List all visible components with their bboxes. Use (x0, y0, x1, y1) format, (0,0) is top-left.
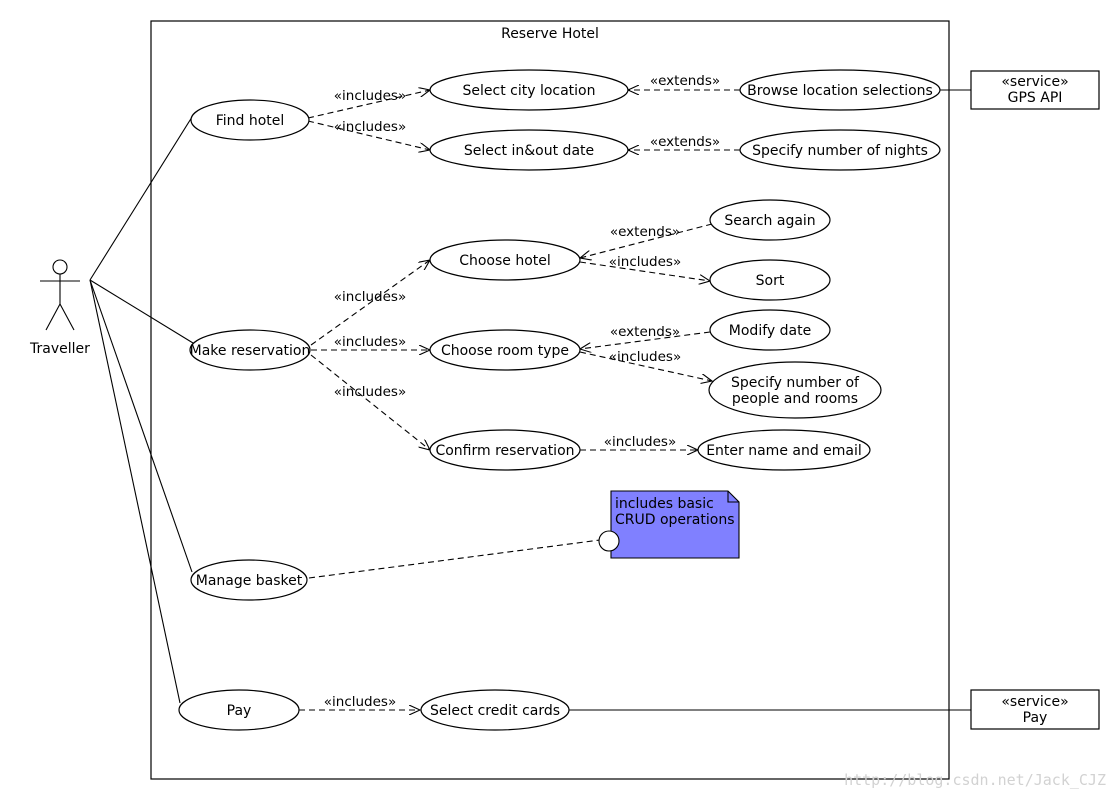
watermark: http://blog.csdn.net/Jack_CJZ (844, 771, 1106, 789)
use-case-specify-number-of-nights[interactable]: Specify number of nights (739, 129, 941, 171)
label-includes: «includes» (334, 289, 406, 305)
use-case-select-in-out-date[interactable]: Select in&out date (429, 129, 629, 171)
note-crud[interactable]: includes basic CRUD operations (610, 490, 740, 559)
label-includes: «includes» (334, 334, 406, 350)
label-includes: «includes» (334, 88, 406, 104)
actor-traveller[interactable]: Traveller (29, 259, 90, 357)
system-title: Reserve Hotel (501, 26, 599, 42)
use-case-label: Confirm reservation (435, 443, 574, 459)
label-includes: «includes» (604, 434, 676, 450)
dep-choose-room-specify-people (579, 351, 712, 381)
dep-search-again-extends-choose-hotel (580, 223, 713, 258)
use-case-label: Select in&out date (464, 143, 594, 159)
use-case-confirm-reservation[interactable]: Confirm reservation (429, 429, 581, 471)
use-case-label: Find hotel (216, 113, 285, 129)
dep-reservation-confirm (310, 354, 430, 450)
use-case-enter-name-and-email[interactable]: Enter name and email (697, 429, 871, 471)
service-gps-api[interactable]: «service» GPS API (970, 70, 1100, 110)
label-extends: «extends» (610, 324, 680, 340)
service-stereotype: «service» (1001, 694, 1068, 710)
use-case-label: Choose hotel (459, 253, 551, 269)
actor-right-leg (59, 303, 75, 331)
assoc-make-reservation (89, 279, 194, 344)
use-case-label: Enter name and email (706, 443, 862, 459)
use-case-label: Manage basket (196, 573, 303, 589)
actor-left-leg (45, 303, 61, 331)
use-case-browse-location-selections[interactable]: Browse location selections (739, 69, 941, 111)
use-case-label: Specify number of nights (752, 143, 928, 159)
label-extends: «extends» (650, 134, 720, 150)
use-case-label: Search again (724, 213, 815, 229)
use-case-label: Browse location selections (747, 83, 933, 99)
use-case-make-reservation[interactable]: Make reservation (189, 329, 311, 371)
dep-reservation-choose-hotel (310, 260, 430, 346)
service-name: Pay (1023, 710, 1048, 726)
use-case-label-line1: Specify number of (731, 375, 860, 391)
note-anchor-line (308, 539, 601, 579)
dep-choose-hotel-sort (579, 261, 710, 281)
use-case-sort[interactable]: Sort (709, 259, 831, 301)
use-case-label: Make reservation (190, 343, 311, 359)
use-case-label: Modify date (729, 323, 811, 339)
use-case-pay[interactable]: Pay (178, 689, 300, 731)
use-case-select-credit-cards[interactable]: Select credit cards (420, 689, 570, 731)
use-case-label: Select city location (463, 83, 596, 99)
use-case-find-hotel[interactable]: Find hotel (190, 99, 310, 141)
use-case-select-city-location[interactable]: Select city location (429, 69, 629, 111)
use-case-label: Pay (227, 703, 252, 719)
note-anchor-circle (598, 530, 620, 552)
label-includes: «includes» (609, 254, 681, 270)
service-pay[interactable]: «service» Pay (970, 689, 1100, 730)
use-case-label-line2: people and rooms (732, 391, 858, 407)
assoc-manage-basket (89, 279, 193, 573)
assoc-pay (89, 279, 181, 704)
label-extends: «extends» (610, 224, 680, 240)
label-includes: «includes» (334, 119, 406, 135)
dep-modify-date-extends-choose-room (580, 331, 711, 349)
use-case-label: Sort (756, 273, 785, 289)
label-includes: «includes» (609, 349, 681, 365)
note-text-line2: CRUD operations (615, 512, 735, 528)
service-stereotype: «service» (1001, 74, 1068, 90)
use-case-specify-people-and-rooms[interactable]: Specify number of people and rooms (708, 361, 882, 419)
label-includes: «includes» (324, 694, 396, 710)
use-case-manage-basket[interactable]: Manage basket (190, 559, 308, 601)
dep-find-hotel-select-dates (307, 120, 430, 150)
use-case-label: Select credit cards (430, 703, 560, 719)
label-includes: «includes» (334, 384, 406, 400)
use-case-choose-hotel[interactable]: Choose hotel (429, 239, 581, 281)
label-extends: «extends» (650, 73, 720, 89)
actor-label: Traveller (29, 341, 90, 357)
note-fold (727, 491, 739, 503)
use-case-modify-date[interactable]: Modify date (709, 309, 831, 351)
note-text-line1: includes basic (615, 496, 714, 512)
service-name: GPS API (1008, 90, 1063, 106)
use-case-search-again[interactable]: Search again (709, 199, 831, 241)
dep-find-hotel-select-city (307, 90, 430, 119)
use-case-choose-room-type[interactable]: Choose room type (429, 329, 581, 371)
actor-head (52, 259, 68, 275)
use-case-label: Choose room type (441, 343, 569, 359)
assoc-find-hotel (89, 116, 193, 281)
